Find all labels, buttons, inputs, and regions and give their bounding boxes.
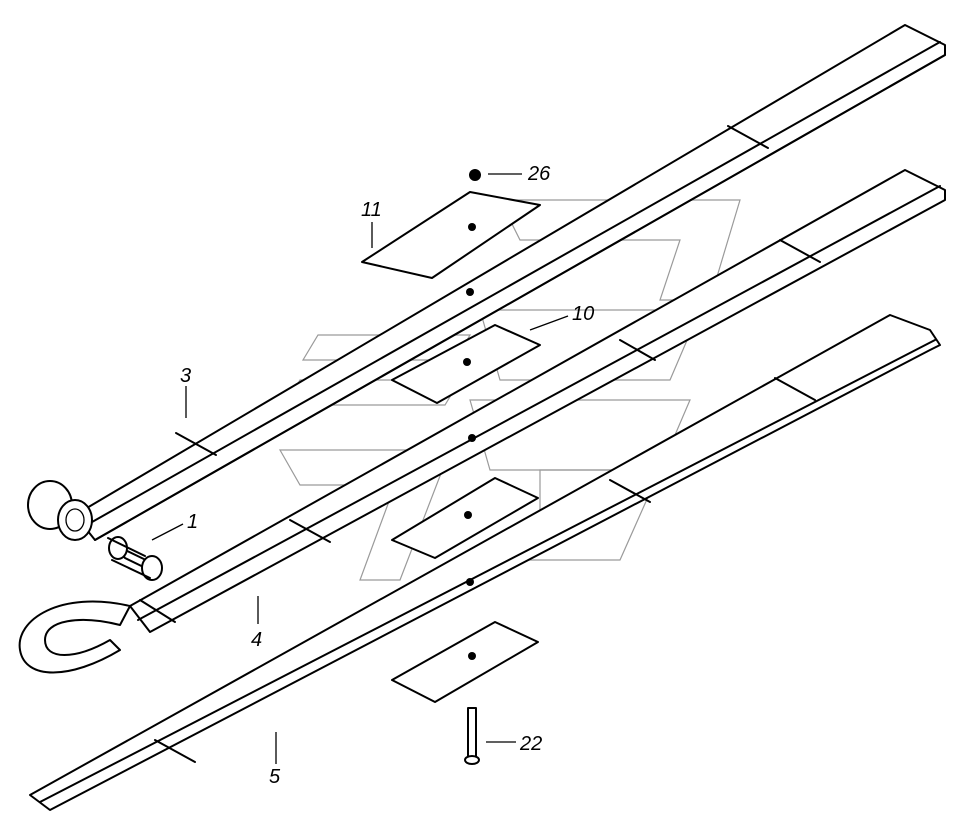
leaf-spring-3 (27, 24, 946, 541)
plate-bottom (391, 621, 539, 703)
leaf-spring-4 (18, 169, 946, 674)
callout-10: 10 (572, 303, 594, 325)
leaf-hole (466, 578, 474, 586)
callout-3: 3 (180, 365, 191, 387)
leaf-hole (468, 434, 476, 442)
callout-4: 4 (251, 629, 262, 651)
callout-26: 26 (527, 163, 551, 185)
callout-11: 11 (361, 199, 382, 221)
callout-1: 1 (187, 511, 198, 533)
leaf-hole (466, 288, 474, 296)
nut-26 (469, 169, 481, 181)
callout-5: 5 (269, 766, 281, 788)
plate-11 (361, 191, 541, 279)
leaf-spring-5 (29, 314, 941, 811)
callout-22: 22 (519, 733, 542, 755)
plate-lower (391, 477, 539, 559)
bolt-22 (464, 707, 480, 765)
bushing-1 (107, 536, 163, 581)
leader-lines (151, 173, 569, 764)
plate-10 (391, 324, 541, 404)
